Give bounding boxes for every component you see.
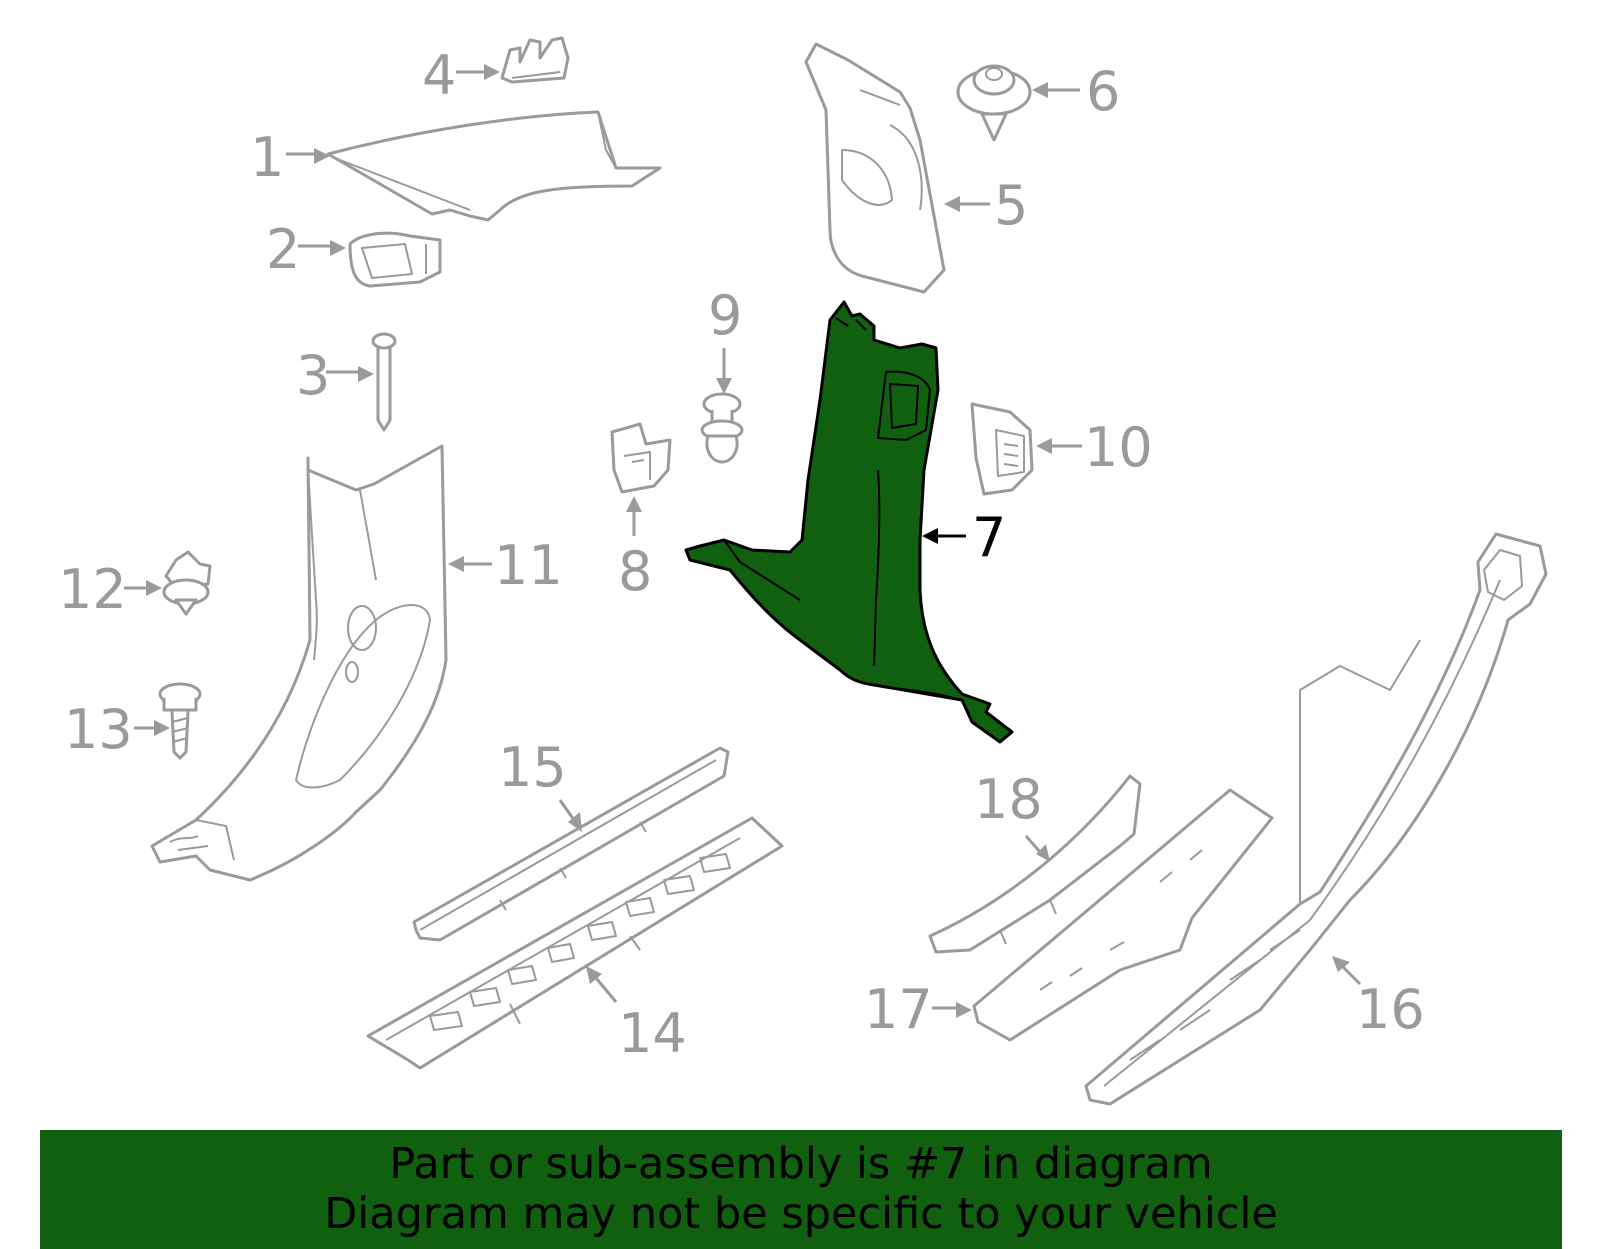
info-banner: Part or sub-assembly is #7 in diagram Di…: [40, 1130, 1562, 1249]
part-1-trim: [326, 110, 662, 222]
callout-leaders: [124, 64, 1362, 1018]
part-18-trim: [928, 774, 1142, 954]
callout-1: 1: [250, 126, 284, 189]
exploded-parts-diagram: 1 2 3 4 5 6 7 8 9 10 11 12 13 14 15 16 1…: [58, 36, 1548, 1106]
part-9-fastener: [700, 392, 744, 464]
banner-line-2: Diagram may not be specific to your vehi…: [324, 1189, 1278, 1239]
part-2-handle: [348, 231, 442, 288]
callout-8: 8: [618, 540, 652, 603]
callout-14: 14: [618, 1002, 687, 1065]
part-11-pillar-lower: [150, 444, 448, 882]
part-8-clip: [610, 422, 672, 494]
part-14-sill-plate: [366, 816, 784, 1070]
callout-6: 6: [1086, 60, 1120, 123]
callout-12: 12: [58, 558, 127, 621]
banner-line-1: Part or sub-assembly is #7 in diagram: [389, 1139, 1213, 1189]
part-6-clip: [956, 64, 1032, 142]
part-10-vent: [970, 402, 1034, 496]
callout-11: 11: [494, 534, 563, 597]
callout-15: 15: [498, 736, 567, 799]
callout-13: 13: [64, 698, 133, 761]
callout-7: 7: [972, 506, 1006, 569]
part-3-pin: [371, 332, 397, 432]
callout-16: 16: [1356, 978, 1425, 1041]
part-16-trim: [1084, 532, 1548, 1106]
part-13-screw: [158, 682, 202, 760]
part-12-clip: [162, 550, 212, 616]
part-15-sill-strip: [412, 746, 730, 942]
part-4-bracket: [500, 36, 570, 84]
callout-2: 2: [266, 218, 300, 281]
callout-9: 9: [708, 284, 742, 347]
callout-10: 10: [1084, 416, 1153, 479]
callout-17: 17: [864, 978, 933, 1041]
part-17-trim: [972, 788, 1274, 1042]
callout-labels: 1 2 3 4 5 6 7 8 9 10 11 12 13 14 15 16 1…: [58, 44, 1425, 1065]
callout-3: 3: [296, 344, 330, 407]
callout-18: 18: [974, 768, 1043, 831]
part-7-b-pillar-trim[interactable]: [684, 300, 1014, 744]
part-5-pillar-trim: [804, 42, 946, 294]
callout-5: 5: [994, 174, 1028, 237]
callout-4: 4: [422, 44, 456, 107]
